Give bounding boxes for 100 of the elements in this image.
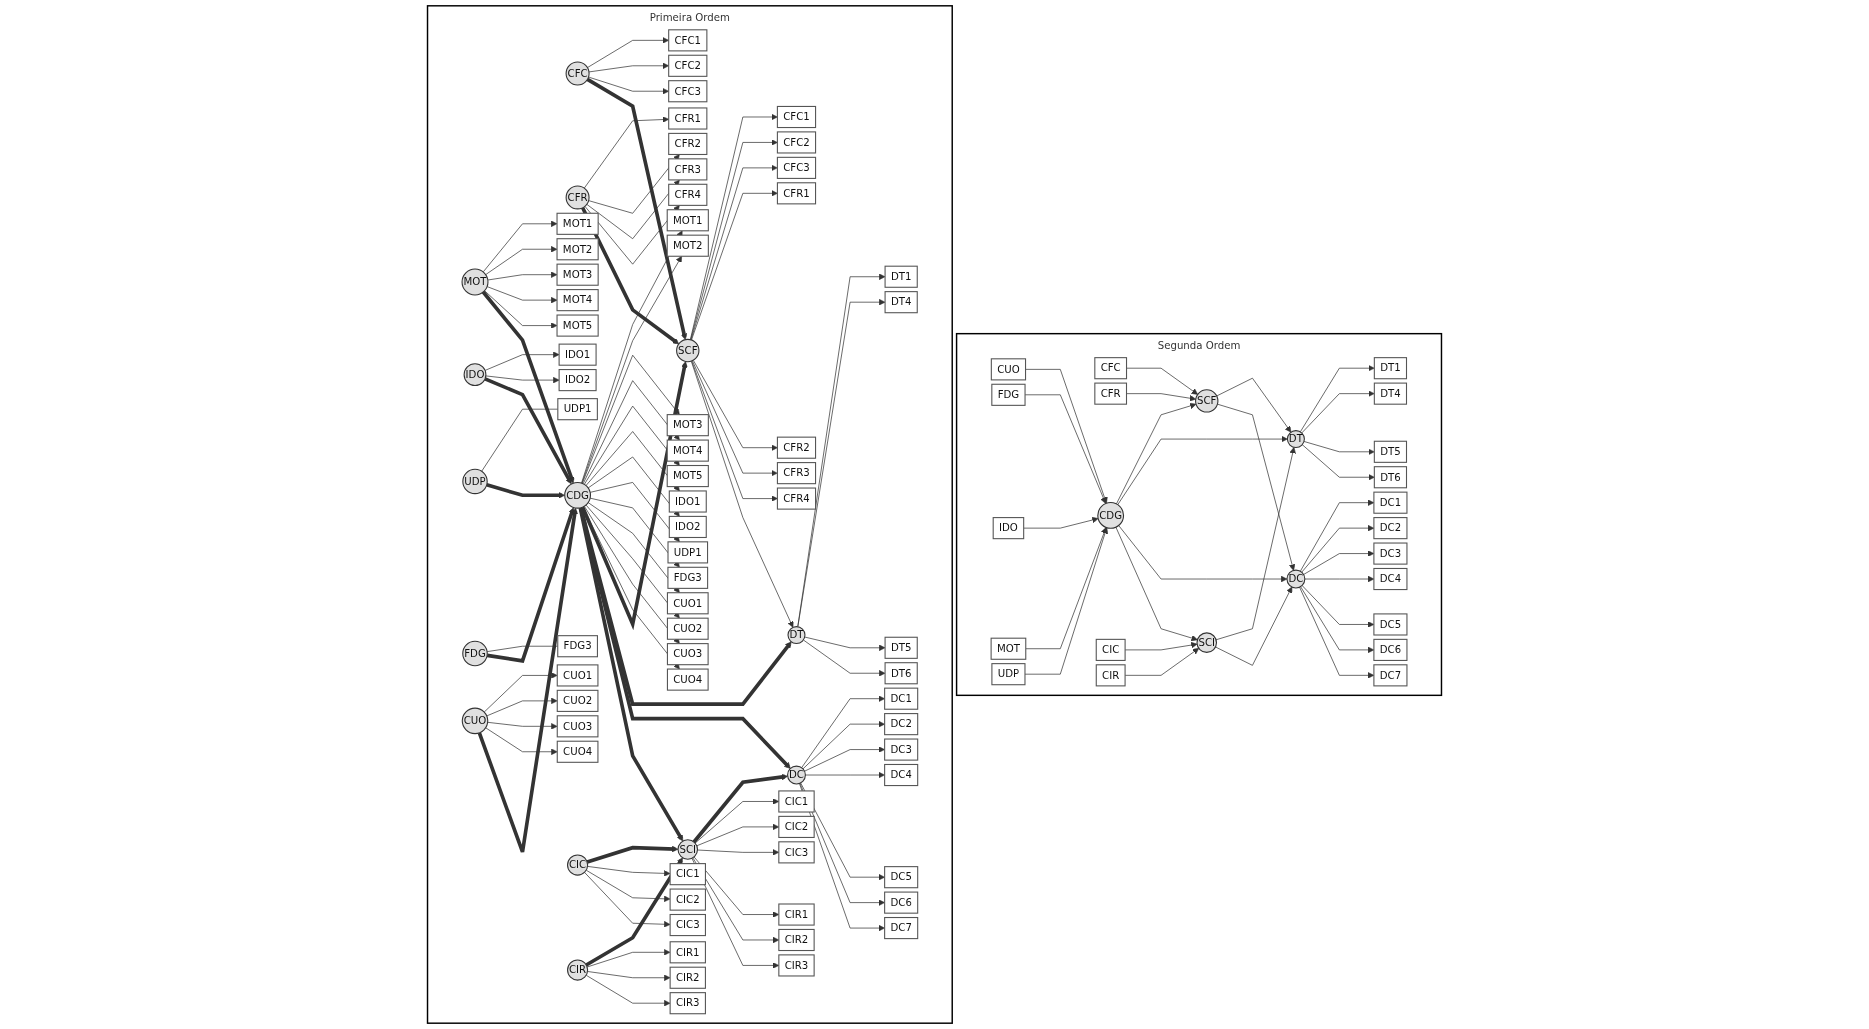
node-box: CIC2 <box>669 888 706 911</box>
node-box: DC7 <box>884 917 919 940</box>
node-box: MOT1 <box>666 209 709 232</box>
node-box: DC5 <box>884 866 919 889</box>
node-box: MOT3 <box>556 263 599 286</box>
node-box: CUO4 <box>556 740 599 763</box>
node-box: CUO1 <box>556 664 599 687</box>
node-box: CIC <box>1095 638 1126 661</box>
node-box: IDO <box>992 517 1025 540</box>
node-box: CFC1 <box>776 105 817 129</box>
node-box: DC2 <box>884 713 919 736</box>
node-box: DT5 <box>1373 440 1408 463</box>
node-box: DT1 <box>1373 357 1408 380</box>
node-box: CIR3 <box>669 992 706 1015</box>
node-box: MOT5 <box>666 464 709 488</box>
node-box: MOT5 <box>556 314 599 337</box>
node-box: UDP1 <box>667 541 709 564</box>
node-box: DT6 <box>1373 466 1408 489</box>
node-circle: DT <box>1286 430 1305 449</box>
node-box: CUO <box>990 358 1027 381</box>
node-circle: CUO <box>461 707 489 735</box>
node-box: DC6 <box>1373 638 1408 661</box>
node-box: DC5 <box>1373 613 1408 636</box>
node-box: DC3 <box>884 738 919 761</box>
node-box: CIR2 <box>669 966 706 989</box>
node-box: CFR3 <box>668 158 708 181</box>
node-box: CIR2 <box>778 928 815 952</box>
arrow <box>586 845 679 864</box>
node-box: DT5 <box>884 636 918 659</box>
arrow <box>486 483 565 499</box>
node-box: CFC1 <box>668 29 708 52</box>
node-box: CFR <box>1094 382 1128 405</box>
node-box: CIR1 <box>778 903 815 926</box>
node-box: CFR4 <box>668 183 708 206</box>
node-box: CUO3 <box>666 643 709 666</box>
node-box: IDO2 <box>668 515 707 539</box>
node-box: CFR2 <box>668 132 708 156</box>
node-box: MOT4 <box>666 439 709 462</box>
node-box: CUO3 <box>556 715 599 738</box>
node-box: CFC3 <box>668 80 708 103</box>
node-box: CIC3 <box>778 841 815 864</box>
node-circle: CFC <box>565 61 590 86</box>
node-box: DC4 <box>1373 567 1408 591</box>
node-box: MOT <box>990 637 1027 660</box>
node-box: CIR3 <box>778 954 815 977</box>
node-circle: FDG <box>462 640 488 667</box>
node-circle: IDO <box>463 363 487 387</box>
node-box: CFC2 <box>776 131 817 154</box>
node-box: CIC1 <box>778 790 815 813</box>
node-box: CFC3 <box>776 156 817 179</box>
node-box: MOT1 <box>556 212 599 235</box>
node-circle: CFR <box>565 185 590 210</box>
node-circle: CIC <box>567 854 589 876</box>
node-box: CFR2 <box>776 436 817 459</box>
node-box: CFC2 <box>668 54 708 77</box>
node-box: DC1 <box>884 687 919 710</box>
node-box: DT4 <box>1373 382 1408 405</box>
node-circle: MOT <box>461 268 489 296</box>
node-circle: SCI <box>677 839 699 860</box>
node-box: CIC2 <box>778 815 815 838</box>
node-box: CIC3 <box>669 913 706 937</box>
node-box: CFR3 <box>776 462 817 485</box>
node-box: UDP1 <box>557 398 598 421</box>
node-box: IDO1 <box>558 343 597 366</box>
node-circle: DC <box>787 765 806 785</box>
node-box: CFC <box>1094 357 1128 380</box>
node-box: CIR1 <box>669 941 706 964</box>
node-box: FDG3 <box>667 566 709 589</box>
node-box: CFR4 <box>776 487 817 510</box>
node-circle: CDG <box>564 481 591 509</box>
node-box: IDO1 <box>668 490 707 513</box>
node-box: DC4 <box>884 763 919 787</box>
node-box: CIR <box>1095 664 1126 687</box>
node-circle: CIR <box>567 959 589 981</box>
node-box: DC1 <box>1373 491 1408 514</box>
node-box: DC7 <box>1373 664 1408 687</box>
node-box: CUO2 <box>556 689 599 712</box>
node-box: FDG <box>991 383 1026 406</box>
node-circle: SCI <box>1196 632 1218 653</box>
node-box: DT4 <box>884 291 918 314</box>
node-box: CUO2 <box>666 617 709 640</box>
node-box: DC3 <box>1373 542 1408 565</box>
node-box: CUO1 <box>666 592 709 615</box>
node-box: MOT3 <box>666 414 709 437</box>
node-circle: SCF <box>1195 389 1219 413</box>
node-circle: DT <box>787 626 806 645</box>
node-box: DT1 <box>884 265 918 288</box>
node-box: UDP <box>991 663 1026 686</box>
node-circle: DC <box>1286 569 1306 589</box>
node-box: DC6 <box>884 891 919 914</box>
node-box: MOT2 <box>666 234 709 257</box>
node-box: MOT4 <box>556 289 599 312</box>
arrow <box>486 507 575 663</box>
node-box: IDO2 <box>558 369 597 392</box>
node-box: CFR1 <box>668 107 708 130</box>
node-box: FDG3 <box>557 635 598 658</box>
arrow <box>477 507 578 854</box>
node-box: MOT2 <box>556 238 599 261</box>
node-box: DC2 <box>1373 517 1408 540</box>
node-circle: SCF <box>676 338 700 363</box>
